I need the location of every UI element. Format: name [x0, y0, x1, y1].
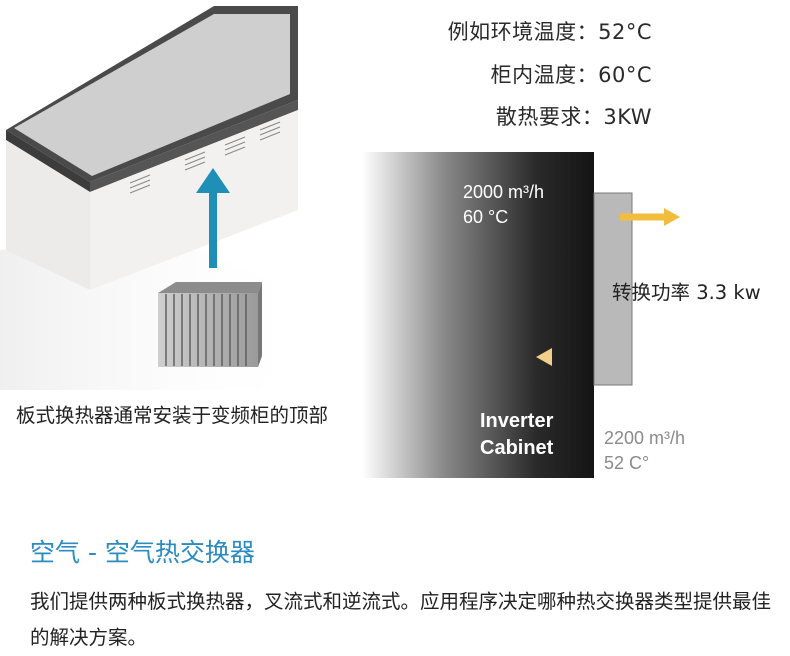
exhaust-arrow-icon: [664, 208, 680, 226]
spec-cabinet-temp: 柜内温度：60°C: [490, 63, 652, 87]
enclosure-box: [6, 6, 298, 290]
section-description: 我们提供两种板式换热器，叉流式和逆流式。应用程序决定哪种热交换器类型提供最佳的解…: [30, 590, 772, 649]
spec-ambient-temp: 例如环境温度：52°C: [447, 20, 652, 44]
cabinet-label: Inverter Cabinet: [480, 408, 553, 462]
airflow-up-arrow-icon: [196, 168, 230, 268]
cabinet-label-line2: Cabinet: [480, 437, 554, 459]
installation-caption: 板式换热器通常安装于变频柜的顶部: [16, 404, 329, 427]
hot-flow-temp: 60 °C: [463, 207, 509, 227]
airflow-pipes: [515, 213, 666, 405]
power-label: 转换功率 3.3 kw: [612, 281, 761, 304]
section-title: 空气 - 空气热交换器: [30, 538, 255, 567]
cabinet-label-line1: Inverter: [480, 410, 554, 432]
side-heat-exchanger: [593, 192, 633, 386]
inverter-cabinet: [362, 152, 594, 478]
cold-flow-rate: 2200 m³/h: [604, 428, 686, 448]
spec-heat-requirement: 散热要求：3KW: [495, 105, 652, 129]
plate-heat-exchanger-icon: [158, 282, 262, 367]
hot-flow-rate: 2000 m³/h: [463, 182, 545, 202]
return-arrow-icon: [536, 348, 552, 366]
cold-flow-temp: 52 C°: [604, 453, 650, 473]
